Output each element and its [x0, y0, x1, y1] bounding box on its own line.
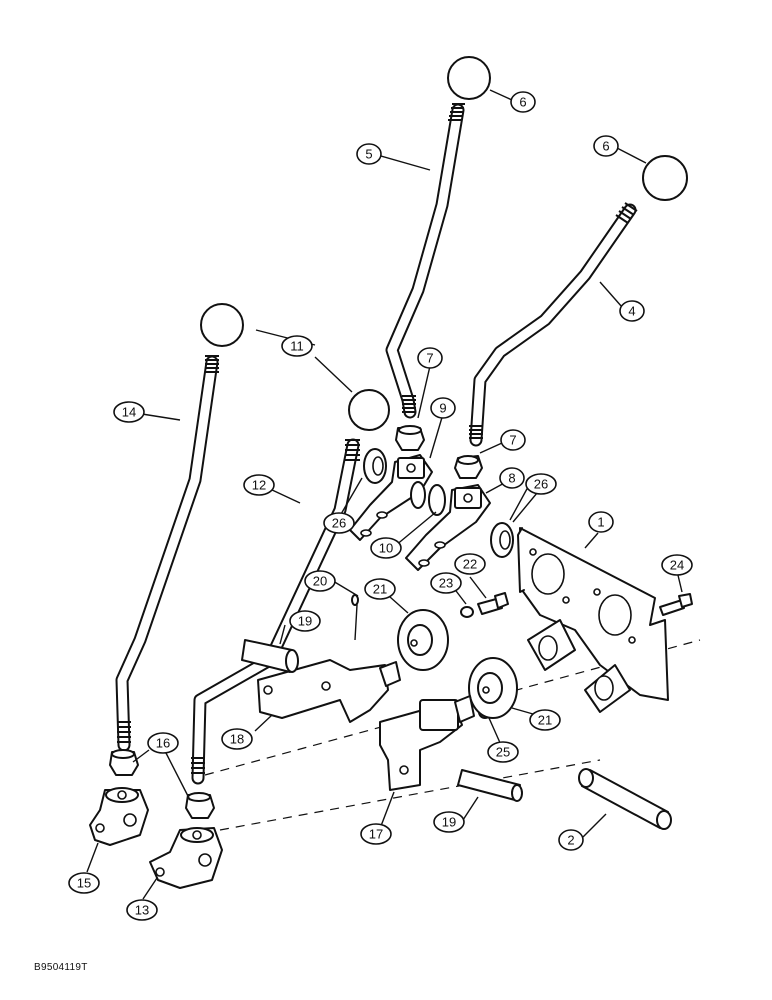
- callout-11: 11: [281, 335, 313, 357]
- knob: [642, 155, 688, 201]
- svg-text:15: 15: [77, 876, 91, 891]
- callout-26-right: 26: [525, 473, 557, 495]
- callouts: 1 2 4 5 6 6 7 7 8 9 10 11 12 13 14 15 16…: [68, 91, 693, 921]
- knob: [447, 56, 491, 100]
- callout-21-upper: 21: [364, 578, 396, 600]
- spacer: [428, 484, 446, 516]
- leader-lines: [86, 89, 683, 900]
- callout-23: 23: [430, 572, 462, 594]
- lever-12: [191, 389, 390, 785]
- svg-text:17: 17: [369, 827, 383, 842]
- clevis-17: [379, 695, 523, 802]
- bushings-26: [363, 448, 514, 558]
- svg-text:18: 18: [230, 732, 244, 747]
- callout-19-upper: 19: [289, 610, 321, 632]
- callout-20: 20: [304, 570, 336, 592]
- discs-21: [397, 609, 518, 719]
- callout-2: 2: [558, 829, 584, 851]
- svg-text:19: 19: [442, 815, 456, 830]
- nuts-16: [109, 749, 215, 819]
- callout-7-upper: 7: [417, 347, 443, 369]
- pin-large: [578, 768, 672, 830]
- svg-text:4: 4: [628, 304, 635, 319]
- svg-text:26: 26: [332, 516, 346, 531]
- svg-text:20: 20: [313, 574, 327, 589]
- callout-4: 4: [619, 300, 645, 322]
- svg-text:6: 6: [602, 139, 609, 154]
- svg-text:7: 7: [426, 351, 433, 366]
- nuts-7: [395, 425, 483, 479]
- lever-4: [469, 155, 688, 447]
- pivot-arms: [349, 454, 491, 571]
- callout-9: 9: [430, 397, 456, 419]
- svg-text:10: 10: [379, 541, 393, 556]
- callout-22: 22: [454, 553, 486, 575]
- mounting-plate: [517, 527, 669, 713]
- svg-text:2: 2: [567, 833, 574, 848]
- callout-25: 25: [487, 741, 519, 763]
- clevis-18: [241, 594, 401, 723]
- svg-text:25: 25: [496, 745, 510, 760]
- svg-text:7: 7: [509, 433, 516, 448]
- callout-14: 14: [113, 401, 145, 423]
- callout-1: 1: [588, 511, 614, 533]
- svg-text:19: 19: [298, 614, 312, 629]
- svg-text:21: 21: [538, 713, 552, 728]
- callout-12: 12: [243, 474, 275, 496]
- figure-code: B9504119T: [34, 962, 88, 973]
- callout-5: 5: [356, 143, 382, 165]
- callout-7-lower: 7: [500, 429, 526, 451]
- callout-13: 13: [126, 899, 158, 921]
- lever-14: [115, 303, 244, 752]
- callout-10: 10: [370, 537, 402, 559]
- pivot-block-13: [149, 827, 223, 889]
- pivot-block-15: [89, 787, 149, 846]
- callout-26-left: 26: [323, 512, 355, 534]
- svg-text:14: 14: [122, 405, 136, 420]
- svg-text:5: 5: [365, 147, 372, 162]
- svg-text:16: 16: [156, 736, 170, 751]
- callout-24: 24: [661, 554, 693, 576]
- callout-8: 8: [499, 467, 525, 489]
- lever-5: [385, 56, 491, 419]
- svg-text:12: 12: [252, 478, 266, 493]
- svg-text:9: 9: [439, 401, 446, 416]
- svg-text:24: 24: [670, 558, 684, 573]
- svg-text:21: 21: [373, 582, 387, 597]
- svg-text:6: 6: [519, 95, 526, 110]
- callout-17: 17: [360, 823, 392, 845]
- svg-text:26: 26: [534, 477, 548, 492]
- callout-18: 18: [221, 728, 253, 750]
- svg-text:22: 22: [463, 557, 477, 572]
- svg-text:13: 13: [135, 903, 149, 918]
- knob: [348, 389, 390, 431]
- callout-6-right: 6: [593, 135, 619, 157]
- callout-6-upper: 6: [510, 91, 536, 113]
- callout-15: 15: [68, 872, 100, 894]
- callout-21-lower: 21: [529, 709, 561, 731]
- svg-text:23: 23: [439, 576, 453, 591]
- callout-16: 16: [147, 732, 179, 754]
- svg-text:8: 8: [508, 471, 515, 486]
- svg-text:11: 11: [290, 339, 304, 354]
- knob: [200, 303, 244, 347]
- svg-text:1: 1: [597, 515, 604, 530]
- callout-19-lower: 19: [433, 811, 465, 833]
